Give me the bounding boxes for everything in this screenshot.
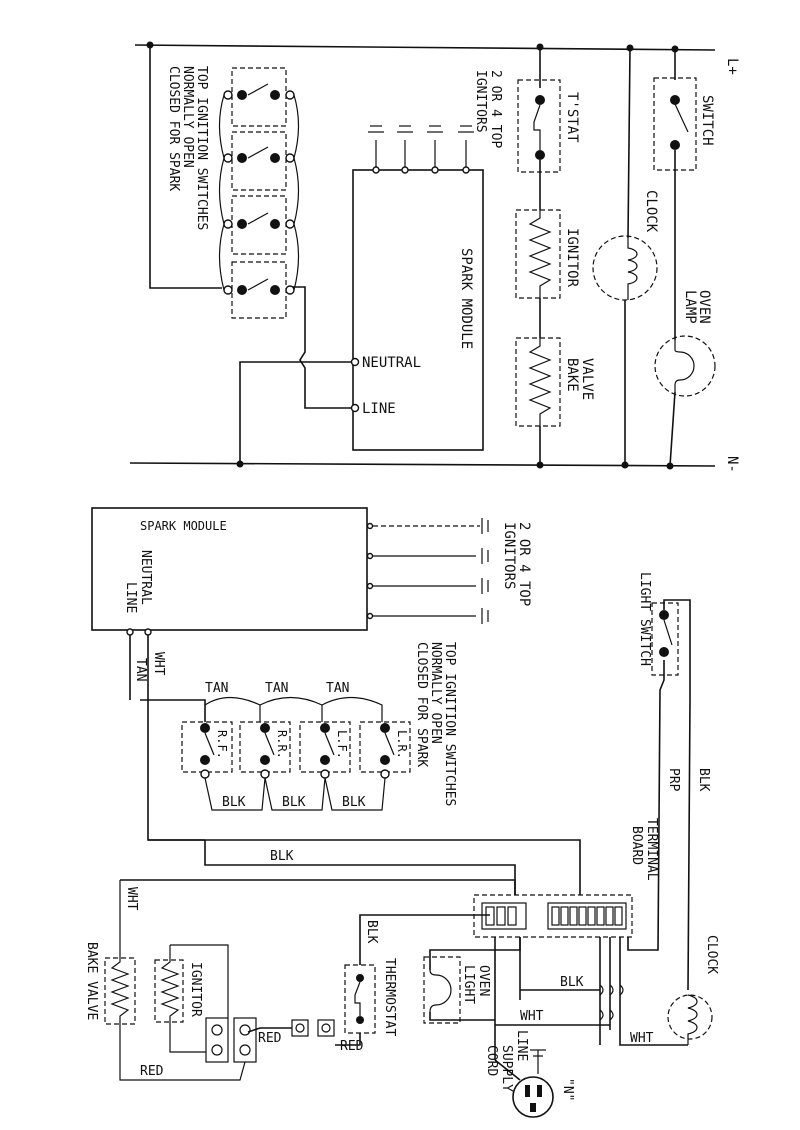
neutral-label: NEUTRAL xyxy=(362,355,421,371)
switch-rf-label: R.F. xyxy=(215,730,229,759)
wire-wht-tb-label: WHT xyxy=(520,1009,544,1024)
wire-wht-clock-label: WHT xyxy=(630,1031,654,1046)
top-switches-label-3: CLOSED FOR SPARK xyxy=(166,66,181,191)
clock-branch: CLOCK xyxy=(592,47,659,465)
wire-red-bake-label: RED xyxy=(140,1064,164,1079)
bottom-ignition-switches: R.F. R.R. L.F. L.R. xyxy=(181,721,411,779)
bottom-switches-label-1: TOP IGNITION SWITCHES xyxy=(442,642,457,806)
light-switch: LIGHT SWITCH BLK PRP xyxy=(627,572,711,991)
tan-bus-label-3: TAN xyxy=(326,681,349,696)
switch-lf-label: L.F. xyxy=(335,730,349,759)
tan-bus-label-1: TAN xyxy=(205,681,228,696)
wire-wht-label: WHT xyxy=(151,652,166,676)
spark-module-label: SPARK MODULE xyxy=(458,248,474,349)
clock-bottom: CLOCK WHT xyxy=(619,935,719,1046)
oven-light-label-1: OVEN xyxy=(476,965,491,996)
wire-blk-ls-label: BLK xyxy=(696,768,711,792)
spark-module-bottom: SPARK MODULE NEUTRAL LINE 2 OR 4 TOP IGN… xyxy=(91,507,532,636)
oven-light-bottom: OVEN LIGHT xyxy=(423,937,521,1024)
ignitors-label-2: IGNITORS xyxy=(473,70,488,133)
oven-lamp-symbol xyxy=(654,335,716,397)
tstat-branch: T'STAT IGNITOR BAKE VALVE xyxy=(515,47,595,465)
bake-valve-bottom-label: BAKE VALVE xyxy=(84,942,99,1020)
ignitor-bottom-label: IGNITOR xyxy=(188,962,203,1017)
wire-blk-thermo-label: BLK xyxy=(364,920,379,944)
blk-main-label: BLK xyxy=(270,849,294,864)
supply-cord-label-1: LINE xyxy=(514,1030,529,1061)
clock-symbol xyxy=(592,235,658,301)
line-label: LINE xyxy=(362,401,396,417)
thermostat-label: THERMOSTAT xyxy=(382,958,397,1036)
terminal-board: TERMINAL BOARD xyxy=(473,818,659,938)
supply-cord-label-2: SUPPLY xyxy=(499,1045,514,1092)
blk-link-label-3: BLK xyxy=(342,795,366,810)
n-minus-label: N- xyxy=(724,456,740,473)
oven-lamp-label-2: LAMP xyxy=(682,290,698,324)
neutral-bottom-label: NEUTRAL xyxy=(138,550,153,605)
line-bottom-label: LINE xyxy=(123,582,138,613)
lamp-switch-branch: SWITCH OVEN LAMP xyxy=(653,49,716,467)
bottom-switches-label-3: CLOSED FOR SPARK xyxy=(414,642,429,767)
ignitors-bottom-label-2: IGNITORS xyxy=(501,522,517,589)
wire-red-conn-label: RED xyxy=(258,1031,282,1046)
tan-bus-label-2: TAN xyxy=(265,681,288,696)
oven-light-label-2: LIGHT xyxy=(461,965,476,1004)
spark-module-bottom-label: SPARK MODULE xyxy=(140,519,227,533)
light-switch-label: LIGHT SWITCH xyxy=(637,572,652,666)
oven-lamp-label-1: OVEN xyxy=(696,290,712,324)
l-plus-wire xyxy=(134,44,716,51)
bake-valve-label-1: BAKE xyxy=(564,358,580,392)
wire-tan-label: TAN xyxy=(133,658,148,681)
bottom-switches-label-2: NORMALLY OPEN xyxy=(428,642,443,744)
top-switches-label-2: NORMALLY OPEN xyxy=(180,66,195,168)
wire-red-thermo-label: RED xyxy=(340,1039,364,1054)
ignitor-label: IGNITOR xyxy=(564,228,580,288)
l-plus-label: L+ xyxy=(724,58,740,75)
spark-module-top: SPARK MODULE NEUTRAL LINE 2 OR 4 TOP IGN… xyxy=(350,70,503,451)
terminal-board-label-1: TERMINAL xyxy=(644,818,659,881)
wire-wht-bake-label: WHT xyxy=(124,887,139,911)
clock-label: CLOCK xyxy=(643,190,659,233)
n-minus-wire xyxy=(129,462,716,467)
switch-rr-label: R.R. xyxy=(275,730,289,759)
switch-label: SWITCH xyxy=(699,95,715,146)
bake-valve-bottom: WHT RED BAKE VALVE xyxy=(84,879,516,1081)
blk-link-label-1: BLK xyxy=(222,795,246,810)
blk-link-label-2: BLK xyxy=(282,795,306,810)
top-ignition-switches: TOP IGNITION SWITCHES NORMALLY OPEN CLOS… xyxy=(166,66,300,319)
wiring-bottom: SPARK MODULE NEUTRAL LINE 2 OR 4 TOP IGN… xyxy=(84,507,719,1118)
supply-cord: LINE SUPPLY CORD "N" xyxy=(484,1030,575,1118)
ignitors-label-1: 2 OR 4 TOP xyxy=(488,70,503,148)
top-switches-label-1: TOP IGNITION SWITCHES xyxy=(194,66,209,230)
n-mark-label: "N" xyxy=(560,1078,575,1101)
switch-lr-label: L.R. xyxy=(395,730,409,759)
ignitor-bottom: IGNITOR xyxy=(154,944,229,1053)
schematic-top: L+ N- T'STAT IGNITOR BAKE VALVE xyxy=(129,41,740,473)
wire-prp-label: PRP xyxy=(666,768,681,792)
supply-cord-label-3: CORD xyxy=(484,1045,499,1076)
terminal-board-label-2: BOARD xyxy=(629,826,644,865)
tstat-label: T'STAT xyxy=(564,92,580,143)
wire-blk-tb-label: BLK xyxy=(560,975,584,990)
thermostat: THERMOSTAT BLK RED xyxy=(335,914,490,1054)
ignitors-bottom-label-1: 2 OR 4 TOP xyxy=(516,522,532,606)
bake-valve-label-2: VALVE xyxy=(579,358,595,400)
clock-bottom-label: CLOCK xyxy=(704,935,719,974)
